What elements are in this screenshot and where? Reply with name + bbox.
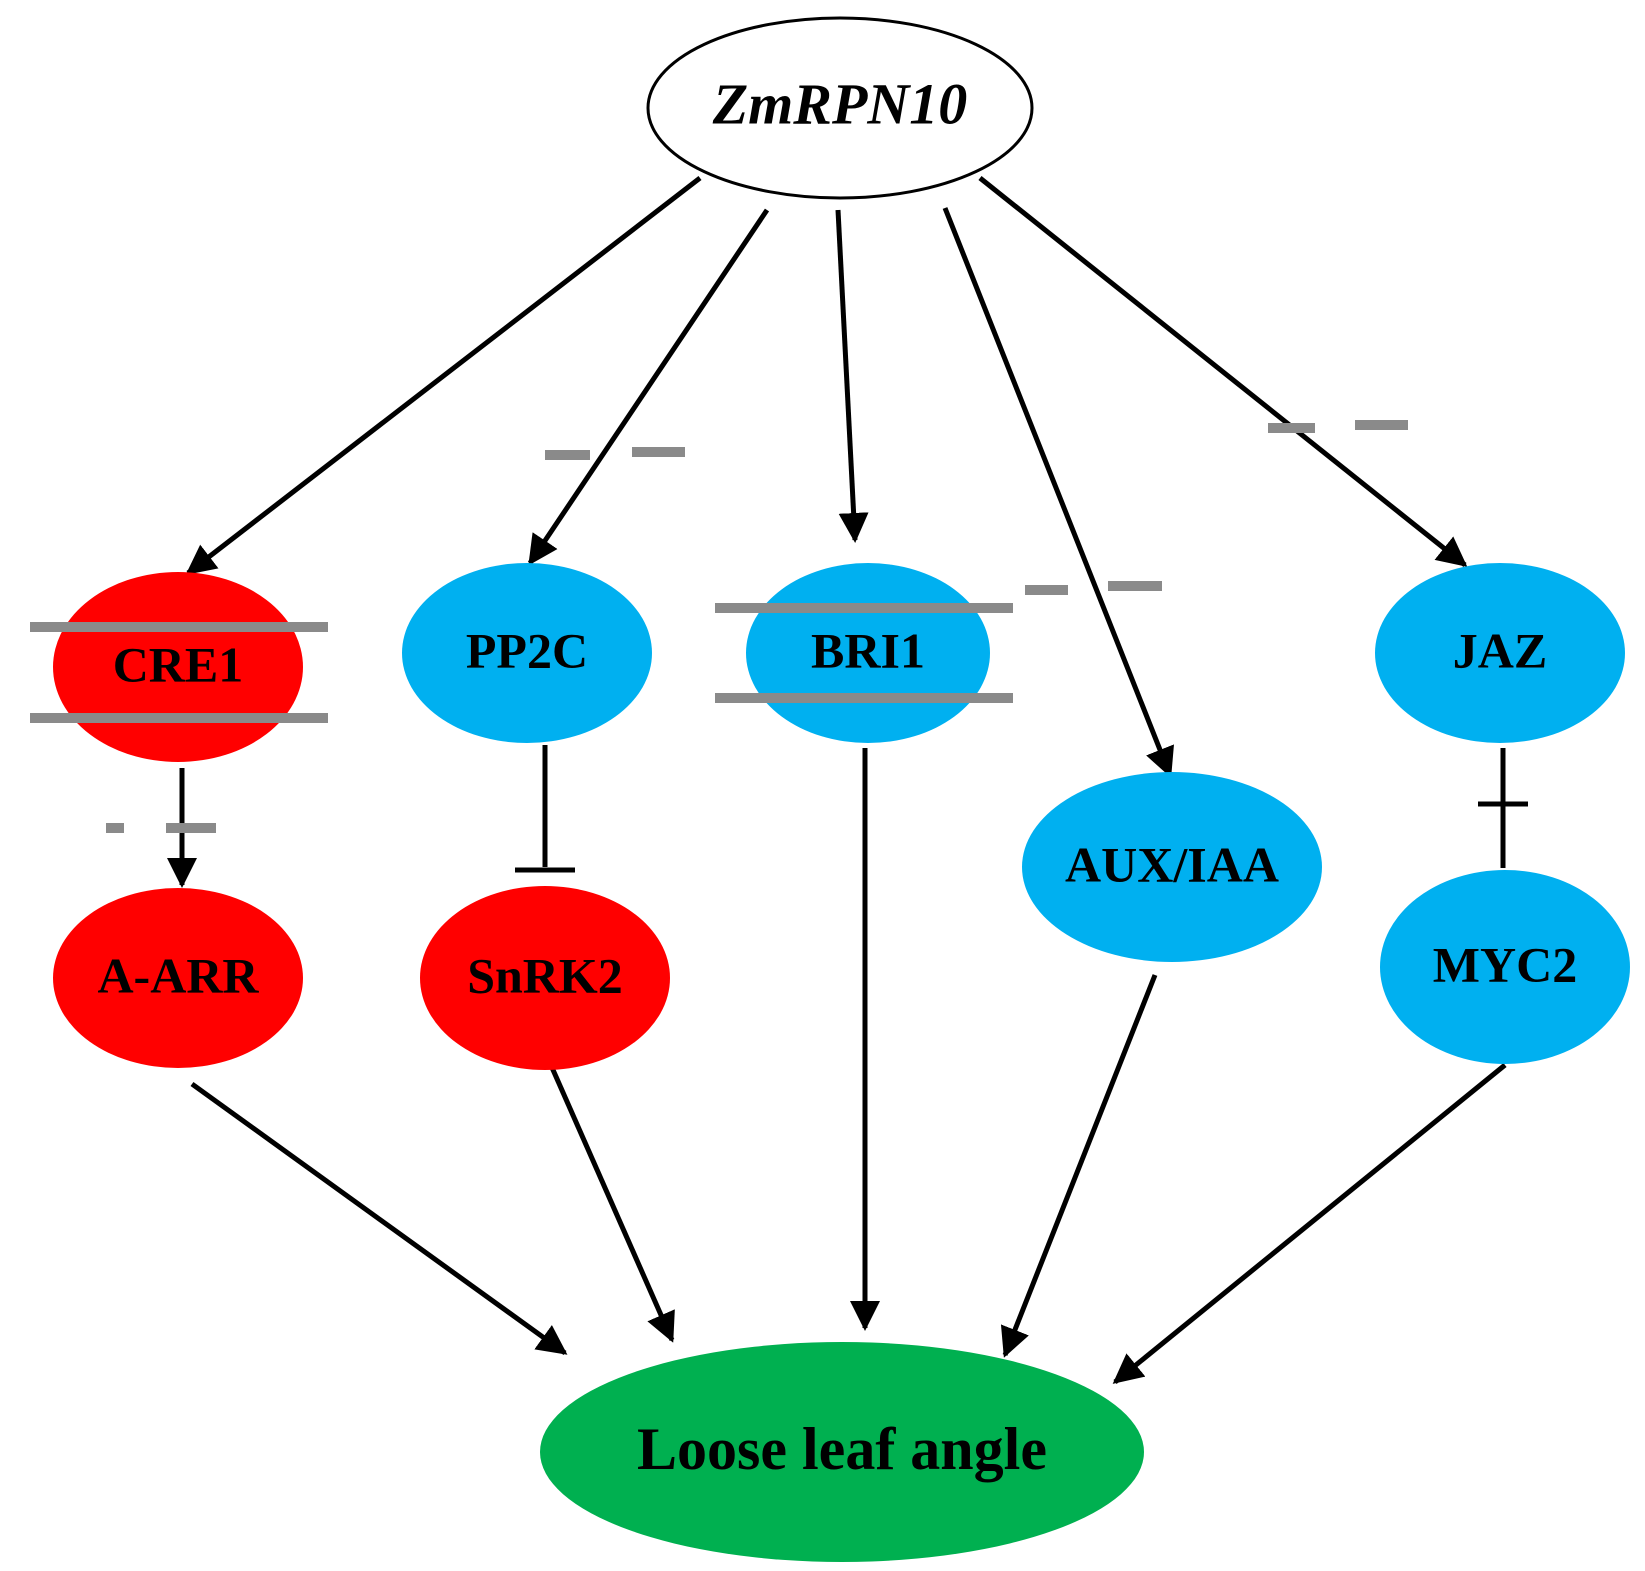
edge-a-arr-to-outcome [190, 1081, 568, 1356]
edge-root-to-bri1 [835, 209, 869, 543]
node-label: CRE1 [113, 636, 244, 692]
edge-root-to-jaz [978, 176, 1468, 567]
node-aux-iaa: AUX/IAA [1022, 772, 1322, 962]
node-shape [402, 563, 652, 743]
node-label: MYC2 [1433, 936, 1577, 992]
edge-pp2c-inhibits-snrk2 [515, 745, 575, 873]
node-jaz: JAZ [1375, 563, 1625, 743]
node-label: BRI1 [811, 622, 925, 678]
node-label: ZmRPN10 [712, 71, 968, 136]
node-pp2c: PP2C [402, 563, 652, 743]
node-zmrpn10: ZmRPN10 [646, 16, 1034, 200]
node-shape [420, 886, 670, 1070]
node-label: PP2C [466, 622, 588, 678]
node-snrk2: SnRK2 [420, 886, 670, 1070]
edge-myc2-to-outcome [1112, 1063, 1507, 1384]
node-label: JAZ [1453, 622, 1547, 678]
node-label: A-ARR [97, 947, 259, 1003]
edge-root-to-cre1 [185, 176, 702, 575]
node-shape [646, 16, 1034, 200]
node-shape [53, 888, 303, 1068]
node-shape [540, 1342, 1144, 1562]
edge-root-to-pp2c [527, 208, 770, 566]
node-shape [1380, 870, 1630, 1064]
node-myc2: MYC2 [1380, 870, 1630, 1064]
edges-tier2 [167, 745, 1528, 888]
node-shape [1022, 772, 1322, 962]
edge-snrk2-to-outcome [547, 1061, 675, 1343]
edge-aux-iaa-to-outcome [1000, 974, 1158, 1358]
node-label: AUX/IAA [1065, 836, 1279, 892]
node-label: SnRK2 [467, 947, 623, 1003]
node-a-arr: A-ARR [53, 888, 303, 1068]
node-bri1: BRI1 [715, 563, 1013, 743]
edges-outcome [190, 748, 1507, 1384]
node-shape [1375, 563, 1625, 743]
edge-jaz-inhibits-myc2 [1478, 748, 1528, 868]
node-outcome: Loose leaf angle [540, 1342, 1144, 1562]
node-cre1: CRE1 [30, 572, 328, 762]
edge-root-to-aux-iaa [942, 207, 1174, 778]
node-label: Loose leaf angle [637, 1416, 1047, 1482]
edges-root [185, 176, 1468, 778]
edge-strike-marks [106, 420, 1408, 833]
